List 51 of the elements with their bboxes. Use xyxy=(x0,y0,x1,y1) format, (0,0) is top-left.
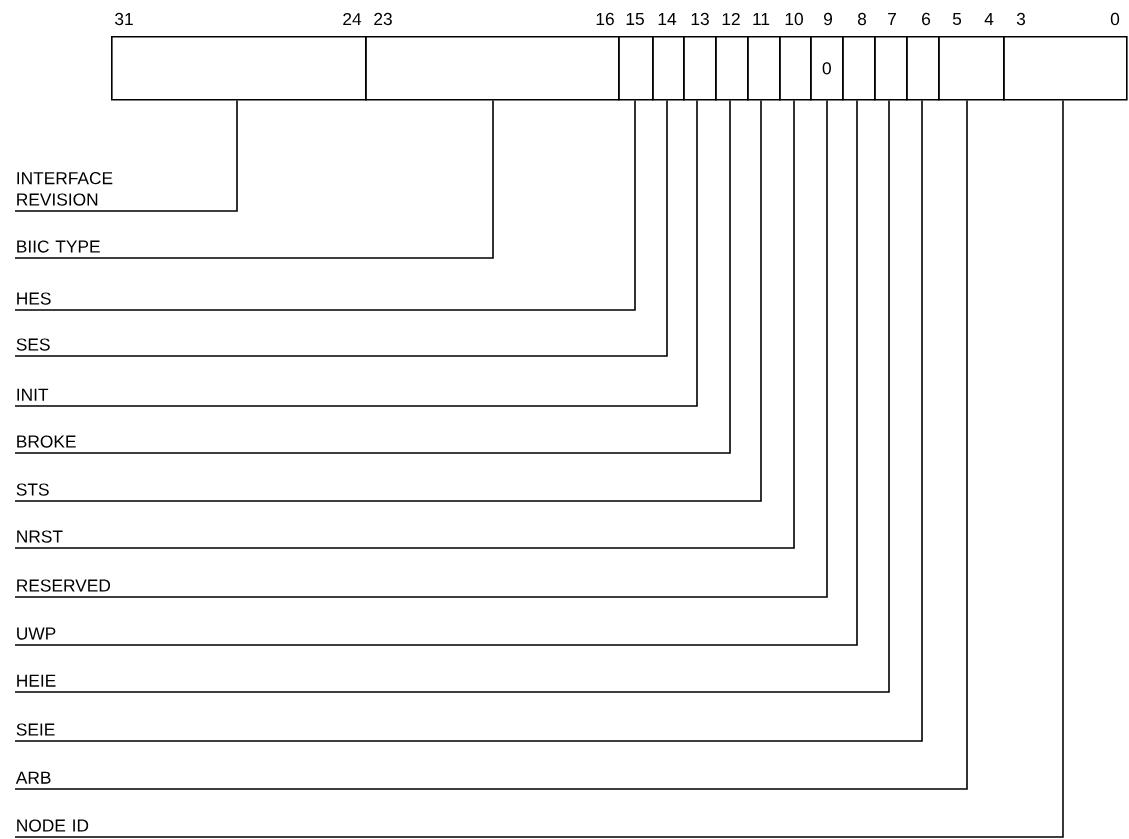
field-name: INIT xyxy=(17,388,49,401)
field-name: BROKE xyxy=(17,435,76,448)
field-name: INTERFACE REVISION xyxy=(17,172,113,206)
bit-field xyxy=(618,36,654,101)
bit-number: 7 xyxy=(888,13,896,25)
field-name: HES xyxy=(17,292,51,305)
field-name: HEIE xyxy=(17,674,56,687)
leader-line xyxy=(14,99,731,454)
bit-number: 14 xyxy=(658,13,677,25)
leader-line xyxy=(14,99,494,259)
bit-field xyxy=(874,36,908,101)
field-name: NODE ID xyxy=(17,819,89,832)
bit-number: 11 xyxy=(753,13,770,25)
bit-field xyxy=(779,36,812,101)
leader-line xyxy=(14,99,1064,838)
field-name: SES xyxy=(16,338,50,351)
bit-field xyxy=(715,36,749,101)
field-name: SEIE xyxy=(16,723,55,736)
bit-number: 24 xyxy=(343,12,362,26)
bit-field xyxy=(906,36,940,101)
bit-field: 0 xyxy=(810,36,844,101)
leader-line xyxy=(14,99,668,357)
bit-number: 3 xyxy=(1016,12,1026,26)
bit-number: 16 xyxy=(596,12,614,26)
bit-number: 23 xyxy=(374,12,392,26)
bit-number: 12 xyxy=(722,12,740,26)
bit-number: 9 xyxy=(824,12,832,26)
field-name: ARB xyxy=(15,771,51,784)
bit-number: 15 xyxy=(626,12,644,26)
bit-number: 6 xyxy=(922,12,931,26)
bit-number: 4 xyxy=(984,13,994,25)
field-name: BIIC TYPE xyxy=(17,240,100,253)
field-name: UWP xyxy=(17,627,56,640)
bit-field xyxy=(747,36,781,101)
bit-number: 13 xyxy=(691,12,709,26)
bit-number: 10 xyxy=(785,12,803,26)
bit-field xyxy=(111,36,367,101)
bit-field xyxy=(365,36,620,101)
bit-field xyxy=(683,36,717,101)
field-name: NRST xyxy=(17,530,63,543)
bit-number: 8 xyxy=(857,12,867,26)
field-name: STS xyxy=(16,483,49,496)
bit-field xyxy=(1003,36,1128,101)
bit-field xyxy=(652,36,685,101)
bit-field xyxy=(842,36,876,101)
bit-number: 5 xyxy=(952,12,962,26)
field-name: RESERVED xyxy=(17,579,110,592)
leader-line xyxy=(14,99,238,212)
leader-line xyxy=(14,99,698,407)
bit-field xyxy=(938,36,1005,101)
leader-line xyxy=(14,99,636,311)
